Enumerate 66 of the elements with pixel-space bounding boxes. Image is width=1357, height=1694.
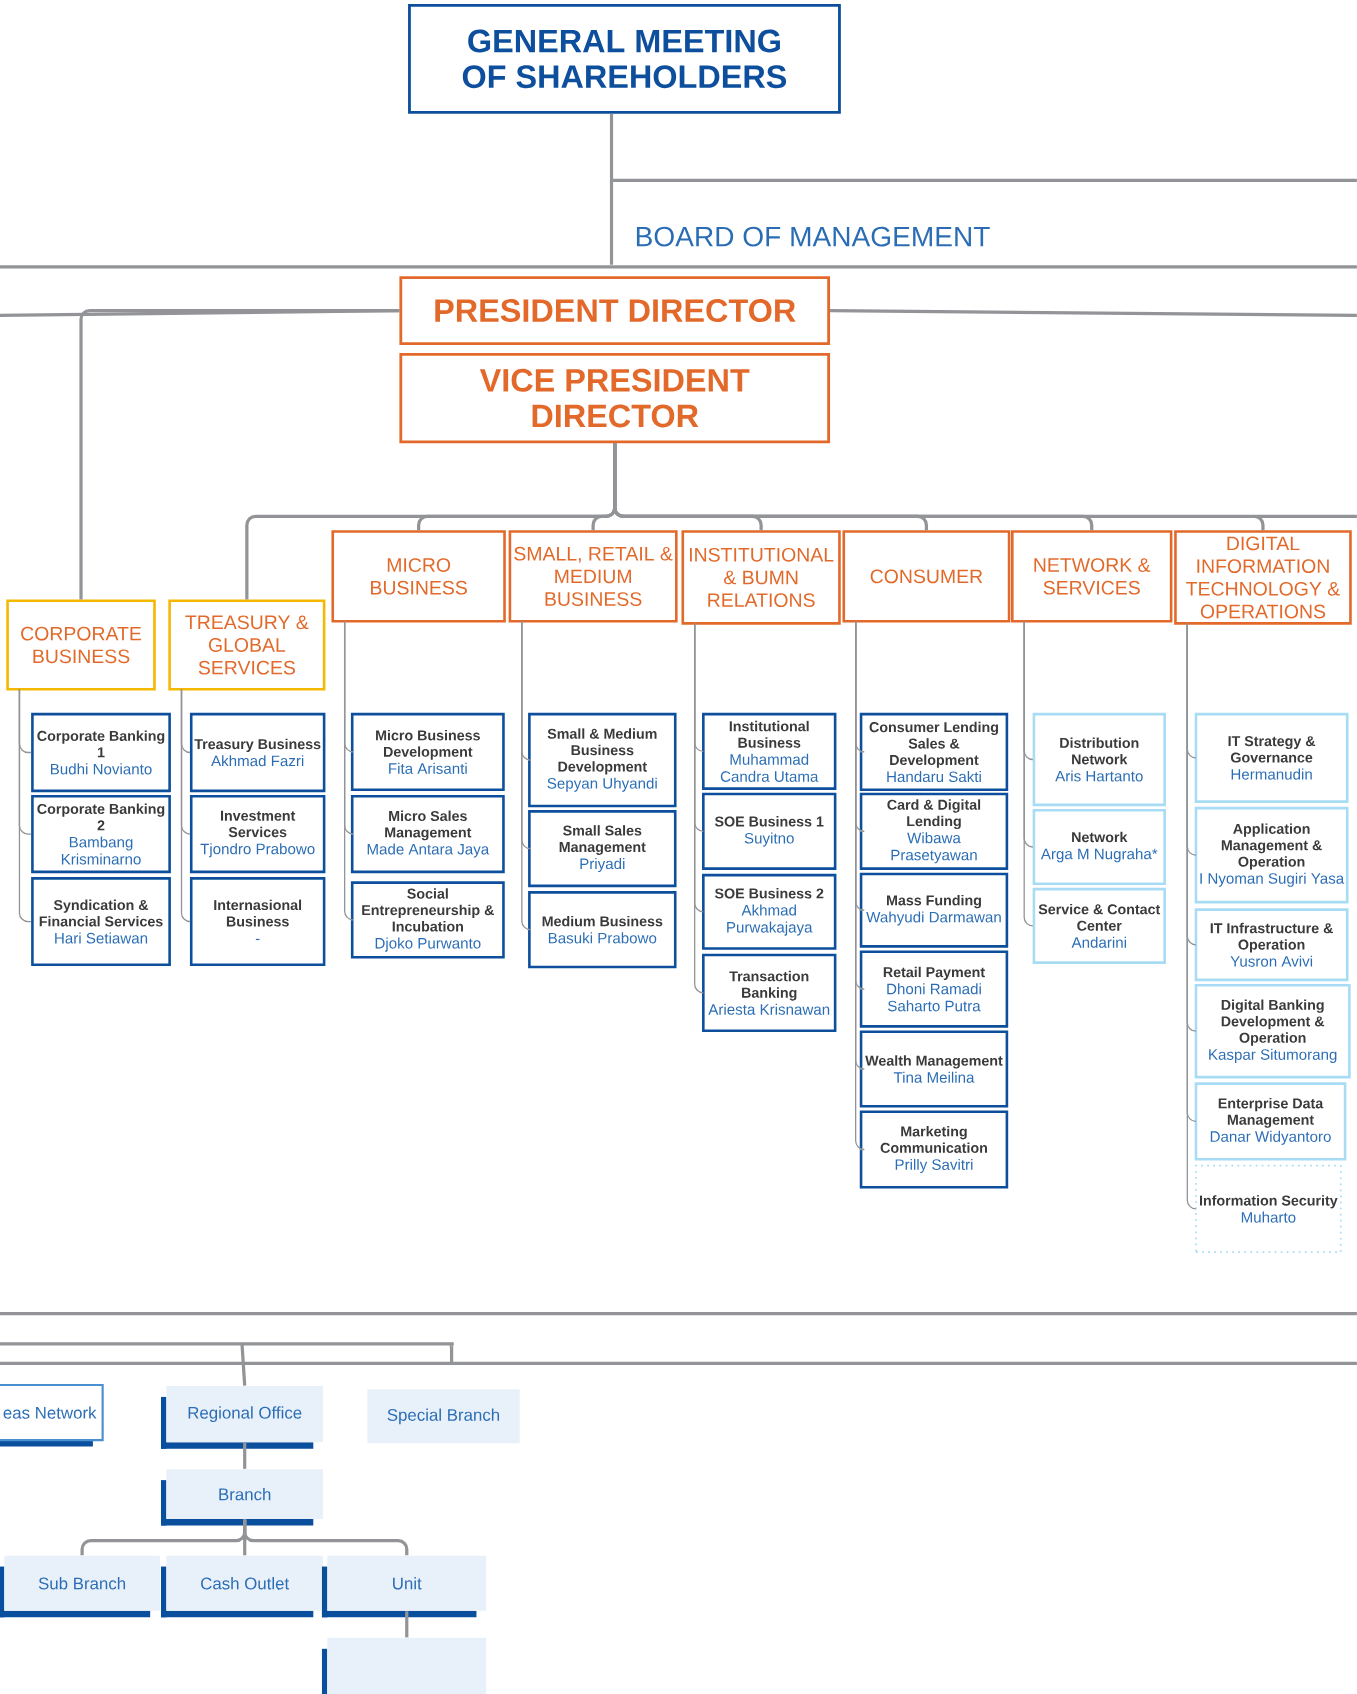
office-box: Special Branch: [367, 1389, 520, 1444]
office-box: Cash Outlet: [161, 1555, 324, 1618]
unit-box: Distribution Network Aris Hartanto: [1032, 712, 1166, 807]
connector-line: [243, 1519, 409, 1556]
unit-box: IT Infrastructure & Operation Yusron Avivi: [1194, 908, 1349, 982]
unit-box: Treasury Business Akhmad Fazri: [189, 712, 326, 793]
office-box: Unit: [322, 1555, 487, 1618]
office-box: Branch: [161, 1469, 324, 1526]
unit-box: Corporate Banking 2 Bambang Krisminarno: [31, 794, 171, 874]
office-box: Regional Office: [161, 1386, 324, 1449]
board-heading: BOARD OF MANAGEMENT: [636, 226, 990, 247]
connector-line: [613, 441, 1357, 532]
connector-line: [0, 1342, 456, 1388]
connector-line: [1023, 620, 1034, 927]
directorate-box: NETWORK & SERVICES: [1011, 530, 1173, 623]
connector-line: [405, 1611, 409, 1638]
connector-line: [521, 620, 532, 931]
directorate-box: TREASURY & GLOBAL SERVICES: [168, 599, 326, 691]
unit-box: Micro Sales Management Made Antara Jaya: [350, 794, 505, 874]
unit-box: Marketing Communication Prilly Savitri: [859, 1110, 1009, 1189]
unit-box: Internasional Business -: [189, 877, 326, 967]
unit-box: Small & Medium Business Development Sepyan Uhyandi: [528, 712, 677, 808]
connector-line: [18, 688, 32, 923]
connector-line: [0, 309, 1357, 318]
unit-box: Retail Payment Dhoni Ramadi Saharto Putra: [859, 950, 1009, 1028]
unit-box: Service & Contact Center Andarini: [1032, 887, 1166, 964]
connector-line: [609, 112, 1357, 267]
connector-line: [344, 620, 354, 921]
directorate-box: SMALL, RETAIL & MEDIUM BUSINESS: [508, 530, 678, 623]
directorate-box: MICRO BUSINESS: [331, 530, 506, 623]
connector-line: [243, 1442, 247, 1469]
directorate-box: DIGITAL INFORMATION TECHNOLOGY & OPERATIONS: [1174, 530, 1352, 625]
unit-box: Social Entrepreneurship & Incubation Djoko Purwanto: [350, 881, 505, 959]
unit-box: Investment Services Tjondro Prabowo: [189, 794, 326, 874]
unit-box: Network Arga M Nugraha*: [1032, 808, 1166, 886]
unit-box: Small Sales Management Priyadi: [528, 810, 677, 888]
unit-box: Application Management & Operation I Nyoman Sugiri Yasa: [1194, 806, 1349, 904]
connector-line: [180, 688, 191, 923]
unit-box: Enterprise Data Management Danar Widyantoro: [1194, 1082, 1347, 1161]
connector-line: [79, 309, 400, 600]
unit-box: Syndication & Financial Services Hari Setiawan: [31, 877, 171, 967]
unit-box: Mass Funding Wahyudi Darmawan: [859, 872, 1009, 948]
unit-box: SOE Business 2 Akhmad Purwakajaya: [702, 873, 837, 950]
unit-box: Transaction Banking Ariesta Krisnawan: [702, 953, 837, 1032]
unit-box: IT Strategy & Governance Hermanudin: [1194, 712, 1349, 803]
unit-box: Corporate Banking 1 Budhi Novianto: [31, 712, 171, 793]
directorate-box: CORPORATE BUSINESS: [6, 599, 156, 691]
director-box: VICE PRESIDENT DIRECTOR: [399, 352, 831, 444]
unit-box: Digital Banking Development & Operation Kaspar Situmorang: [1194, 984, 1351, 1079]
connector-line: [694, 622, 704, 994]
unit-box: Institutional Business Muhammad Candra Utama: [702, 712, 837, 790]
directorate-box: INSTITUTIONAL & BUMN RELATIONS: [681, 530, 841, 625]
unit-box: Micro Business Development Fita Arisanti: [350, 712, 505, 792]
directorate-box: CONSUMER: [842, 530, 1011, 623]
unit-box: SOE Business 1 Suyitno: [702, 792, 837, 870]
unit-box: Medium Business Basuki Prabowo: [528, 891, 677, 969]
office-box: eas Network: [0, 1383, 104, 1447]
meeting-box: GENERAL MEETING OF SHAREHOLDERS: [408, 4, 841, 114]
unit-box: Consumer Lending Sales & Development Handaru Sakti: [859, 712, 1009, 792]
unit-box: Information Security Muharto: [1195, 1164, 1342, 1253]
connector-line: [855, 620, 865, 1151]
director-box: PRESIDENT DIRECTOR: [399, 276, 831, 345]
office-box: Sub Branch: [0, 1555, 160, 1618]
unit-box: Wealth Management Tina Meilina: [859, 1030, 1009, 1108]
unit-box: Card & Digital Lending Wibawa Prasetyawan: [859, 792, 1009, 870]
office-box: [322, 1637, 487, 1694]
